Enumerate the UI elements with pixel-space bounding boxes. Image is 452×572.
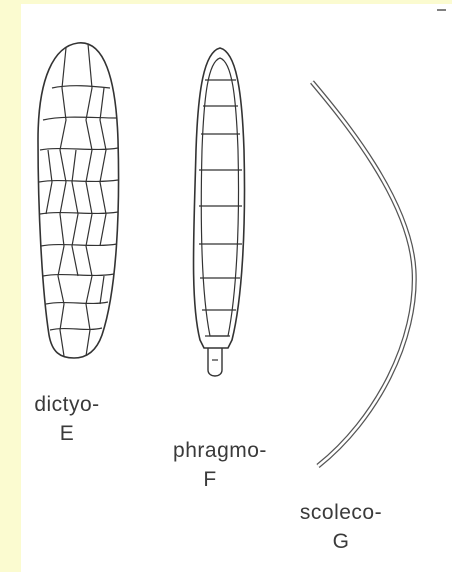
phragmo-basal-cell <box>208 348 222 376</box>
dictyo-wall <box>43 117 116 120</box>
dictyo-wall <box>100 276 104 304</box>
dictyo-outline <box>38 43 119 358</box>
dictyo-name: dictyo- <box>22 393 112 417</box>
dictyo-wall <box>52 86 110 88</box>
dictyo-wall <box>50 328 102 330</box>
phragmo-label: phragmo- F <box>150 439 290 492</box>
scoleco-spore-drawing <box>312 82 414 466</box>
phragmo-letter: F <box>150 468 290 492</box>
dictyo-wall <box>46 302 108 304</box>
dictyo-spore-drawing <box>38 43 119 358</box>
dictyo-wall <box>58 48 66 356</box>
phragmo-spore-drawing <box>194 48 245 376</box>
dictyo-wall <box>46 150 52 214</box>
scoleco-outer <box>312 82 414 466</box>
dictyo-wall <box>39 180 118 182</box>
dictyo-letter: E <box>22 422 112 446</box>
scoleco-name: scoleco- <box>276 501 406 525</box>
dictyo-wall <box>41 244 117 246</box>
scoleco-label: scoleco- G <box>276 501 406 554</box>
dictyo-wall <box>86 44 92 356</box>
phragmo-inner <box>201 58 238 336</box>
scoleco-inner <box>312 82 414 466</box>
phragmo-name: phragmo- <box>150 439 290 463</box>
scoleco-letter: G <box>276 530 406 554</box>
dictyo-wall <box>100 88 106 246</box>
dictyo-label: dictyo- E <box>22 393 112 446</box>
